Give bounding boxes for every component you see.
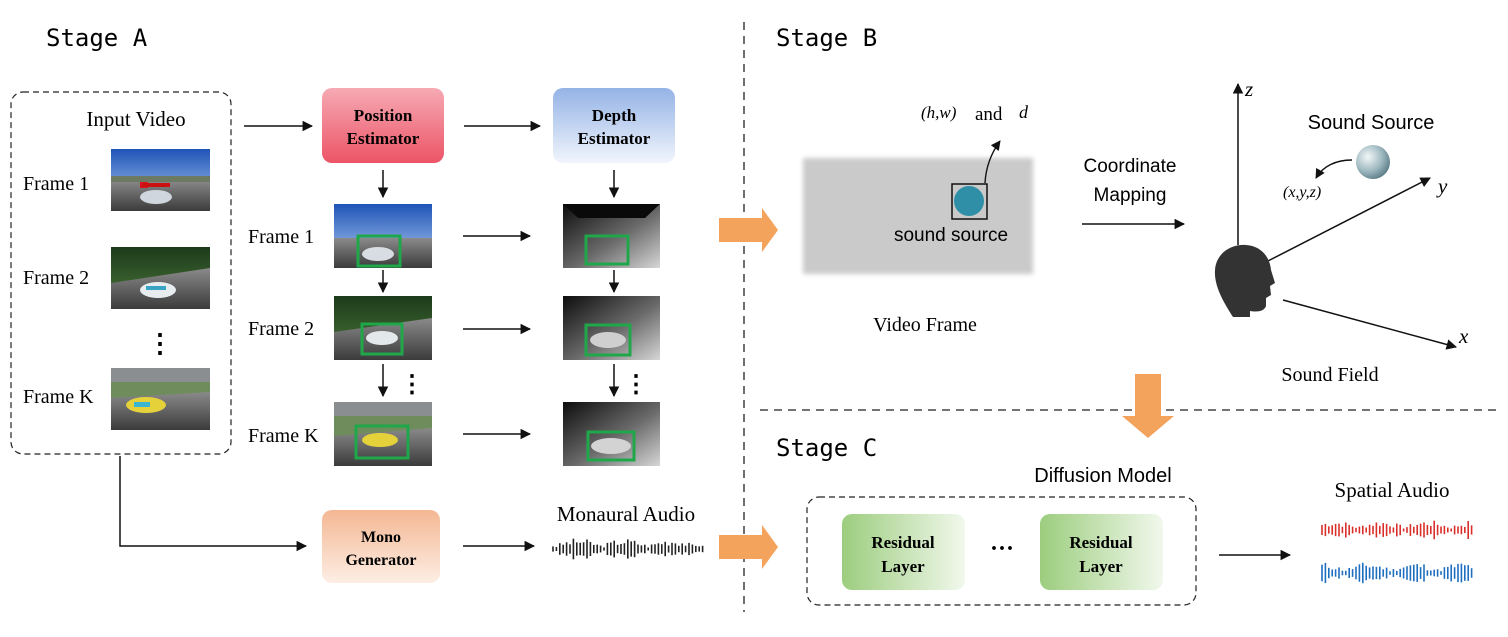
residual-layer-1-line1: Residual xyxy=(871,533,935,552)
orange-arrow-stage-b-to-c xyxy=(1122,374,1174,438)
depth-estimator-box: Depth Estimator xyxy=(553,88,675,163)
position-estimator-label-line2: Estimator xyxy=(347,129,420,148)
depth-map-2 xyxy=(563,296,660,360)
x-axis xyxy=(1282,299,1458,350)
diffusion-model-panel xyxy=(806,496,1197,606)
depth-box xyxy=(586,430,636,462)
orange-arrow-audio-to-stage-c xyxy=(719,525,778,569)
mono-generator-box: Mono Generator xyxy=(322,510,440,583)
stage-a-arrows xyxy=(119,120,620,552)
head-icon xyxy=(1214,244,1275,317)
tracked-frame-k-label: Frame K xyxy=(248,425,319,447)
tracked-frame-2-label: Frame 2 xyxy=(248,318,314,340)
input-frames-ellipsis: ⋮ xyxy=(147,329,173,358)
residual-layer-1: Residual Layer xyxy=(842,514,965,590)
mapping-label-line1: Coordinate xyxy=(1084,156,1177,177)
input-frame-1-thumbnail xyxy=(111,149,210,211)
stage-c-title: Stage C xyxy=(776,434,877,462)
z-axis-label: z xyxy=(1244,77,1253,101)
spatial-audio-label: Spatial Audio xyxy=(1335,478,1450,502)
sound-source-box xyxy=(951,183,988,220)
sound-source-label: sound source xyxy=(894,225,1008,246)
input-frame-1-label: Frame 1 xyxy=(23,173,89,195)
sound-field-label: Sound Field xyxy=(1281,364,1378,386)
sound-source-dot xyxy=(954,186,984,216)
mono-generator-label-line2: Generator xyxy=(345,552,416,569)
y-axis-label: y xyxy=(1436,174,1448,198)
arrow-source-to-coords xyxy=(984,140,1001,184)
orange-arrow-stage-a-to-b xyxy=(719,208,778,252)
stage-b-title: Stage B xyxy=(776,24,877,52)
xyz-coords: (x,y,z) xyxy=(1283,184,1321,201)
input-frame-2-thumbnail xyxy=(111,247,210,309)
depth-estimator-label-line2: Estimator xyxy=(578,129,651,148)
residual-layer-2: Residual Layer xyxy=(1040,514,1163,590)
depth-ellipsis: ⋮ xyxy=(624,372,648,398)
spatial-waveform-right xyxy=(1321,562,1473,584)
detection-box xyxy=(360,322,404,356)
input-frame-2-label: Frame 2 xyxy=(23,267,89,289)
monaural-waveform xyxy=(552,538,704,560)
position-estimator-box: Position Estimator xyxy=(322,88,444,163)
arrow-input-to-mono xyxy=(119,456,308,552)
depth-estimator-label-line1: Depth xyxy=(592,106,637,125)
x-axis-label: x xyxy=(1458,324,1469,348)
spatial-waveform-left xyxy=(1321,520,1473,540)
depth-box xyxy=(584,323,632,357)
tracked-frame-k-thumbnail xyxy=(334,402,432,466)
video-frame-image xyxy=(803,158,1033,274)
detection-box xyxy=(356,234,402,268)
tracked-frame-2-thumbnail xyxy=(334,296,432,360)
input-frame-k-thumbnail xyxy=(111,368,210,430)
input-video-panel xyxy=(10,91,232,455)
arrow-source-to-xyz xyxy=(1315,159,1353,179)
depth-map-k xyxy=(563,402,660,466)
residual-dots: ··· xyxy=(990,536,1014,562)
input-frame-k-label: Frame K xyxy=(23,386,94,408)
tracked-frame-1-thumbnail xyxy=(334,204,432,268)
position-estimator-label-line1: Position xyxy=(354,106,413,125)
residual-layer-2-line2: Layer xyxy=(1079,557,1123,576)
mapping-label-line2: Mapping xyxy=(1094,185,1167,206)
pixel-coords: (h,w) xyxy=(921,103,957,122)
sound-source-title: Sound Source xyxy=(1308,112,1435,134)
stage-a-title: Stage A xyxy=(46,24,148,52)
depth-box xyxy=(584,234,630,266)
video-frame-label: Video Frame xyxy=(873,314,977,336)
sound-source-sphere xyxy=(1356,145,1390,179)
y-axis xyxy=(1265,177,1431,263)
coords-and: and xyxy=(975,104,1003,125)
mono-generator-label-line1: Mono xyxy=(361,529,401,546)
diffusion-model-label: Diffusion Model xyxy=(1034,465,1171,487)
depth-symbol: d xyxy=(1019,102,1029,122)
input-video-title: Input Video xyxy=(86,107,185,131)
tracked-ellipsis: ⋮ xyxy=(400,372,424,398)
monaural-audio-label: Monaural Audio xyxy=(557,502,695,526)
residual-layer-1-line2: Layer xyxy=(881,557,925,576)
residual-layer-2-line1: Residual xyxy=(1069,533,1133,552)
depth-map-1 xyxy=(563,204,660,268)
tracked-frame-1-label: Frame 1 xyxy=(248,226,314,248)
sound-field-axes xyxy=(1232,82,1458,350)
detection-box xyxy=(354,424,410,460)
